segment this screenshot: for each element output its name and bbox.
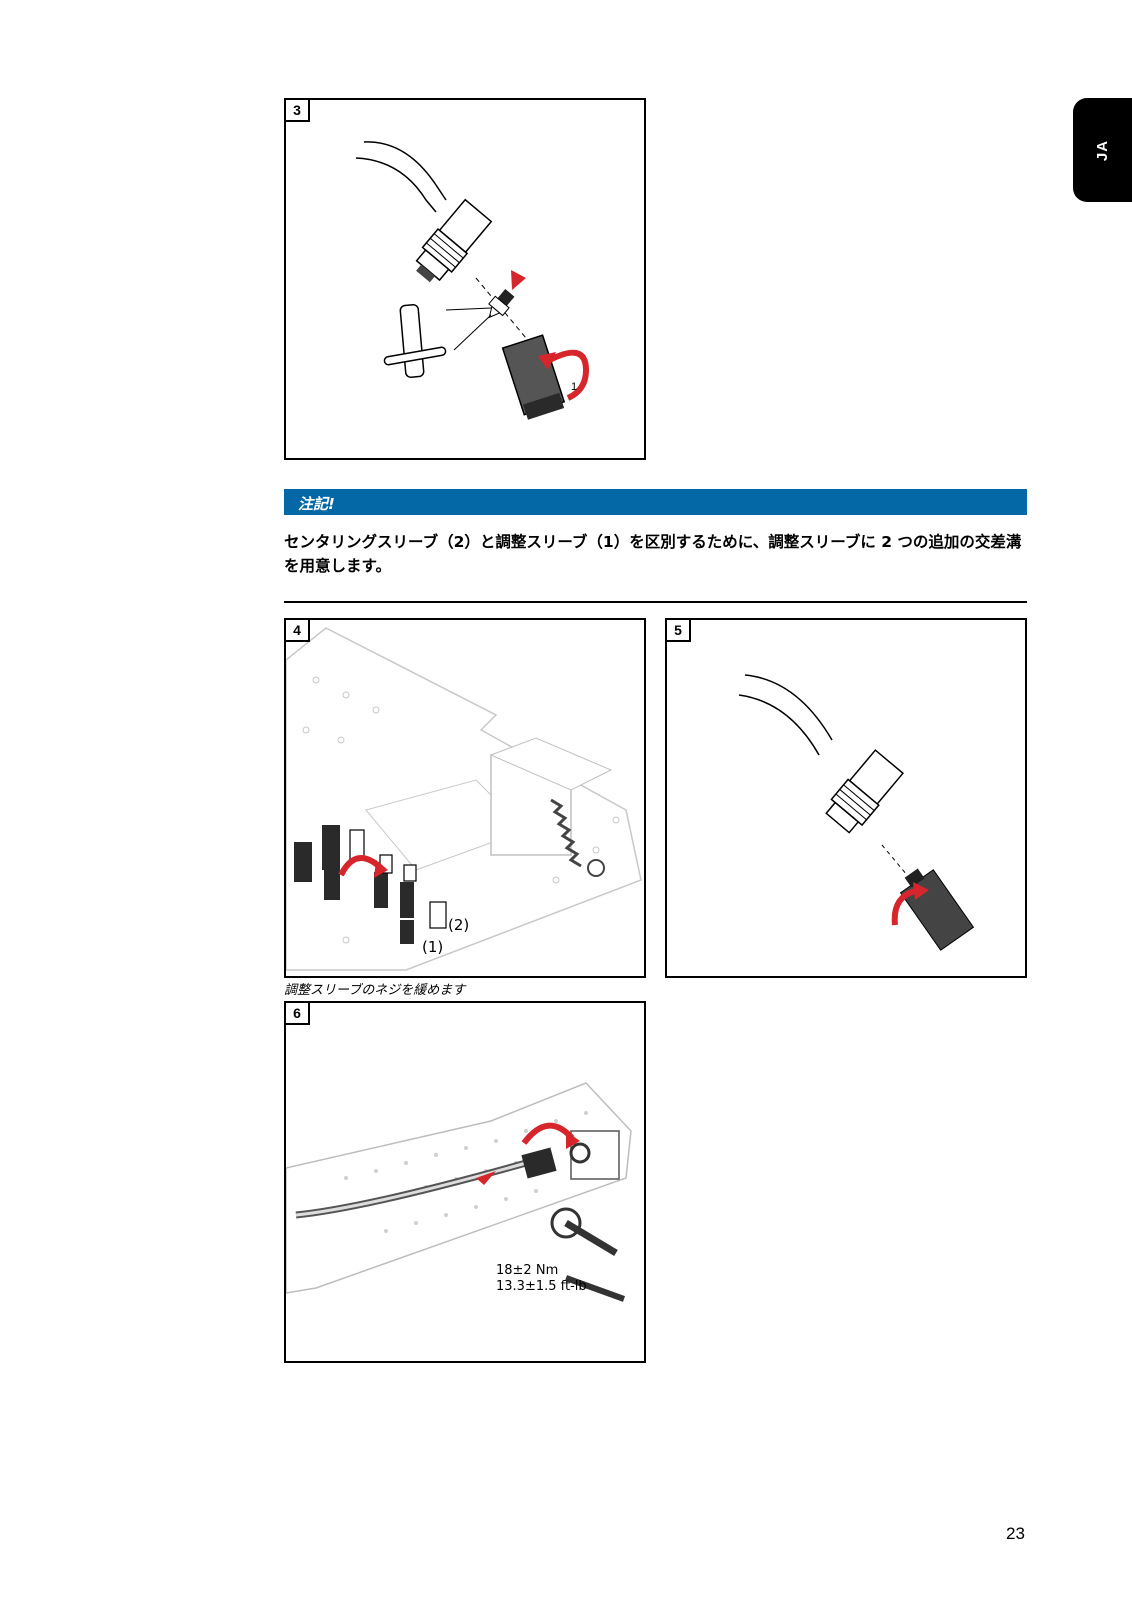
torque-spec: 18±2 Nm 13.3±1.5 ft-lb [496,1263,587,1295]
step-number-3: 3 [286,100,310,122]
arrow-number-1: 1 [571,381,577,393]
label-centering-sleeve: (2) [448,916,470,934]
torque-nm: 18±2 Nm [496,1263,559,1278]
step-number-4: 4 [286,620,310,642]
sleeve-storage-illustration [286,627,642,971]
torch-illustration: 1 [355,141,590,420]
figure-step-6: 6 18±2 Nm 13.3±1.5 ft-lb [284,1001,646,1363]
language-tab-label: JA [1094,139,1111,161]
figure-4-caption: 調整スリーブのネジを緩めます [284,983,466,998]
page-number: 23 [1006,1524,1025,1543]
label-adjusting-sleeve: (1) [422,938,444,956]
figure-step-4: 4 (2) (1) [284,618,646,978]
figure-step-3: 3 [284,98,646,460]
torch-sleeve-install-illustration [738,674,975,951]
notice-title: 注記! [298,495,335,513]
figure-step-5: 5 [665,618,1027,978]
step-number-5: 5 [667,620,691,642]
step-number-6: 6 [286,1003,310,1025]
language-tab: JA [1073,98,1132,202]
torque-ftlb: 13.3±1.5 ft-lb [496,1279,587,1294]
notice-banner: 注記! [284,489,1027,515]
notice-divider [284,601,1027,603]
notice-text: センタリングスリーブ（2）と調整スリーブ（1）を区別するために、調整スリーブに … [284,533,1022,575]
hose-connection-illustration [286,1082,632,1302]
